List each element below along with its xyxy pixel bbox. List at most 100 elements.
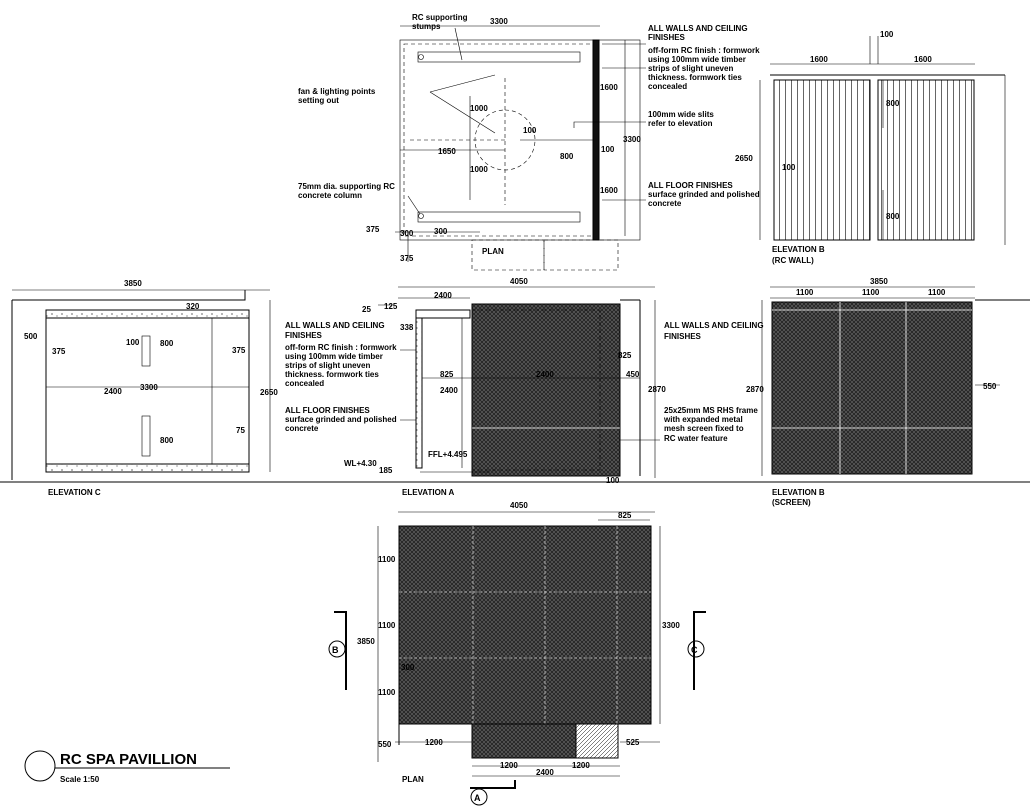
elevb-dim-l: 1600 [810,55,828,64]
plan-dim-b: 1600 [600,186,618,195]
elevbs-dim-a: 1100 [796,288,814,297]
plan-dim-a: 1600 [600,83,618,92]
elevb-dim-r: 1600 [914,55,932,64]
eleva-dim-w: 4050 [510,277,528,286]
eleva-note-floor-1: ALL FLOOR FINISHES [285,406,370,415]
eleva-rc-wall [415,317,423,469]
plan-dim-k: 300 [400,229,414,238]
plan-note-floor-2: surface grinded and polished [648,190,760,199]
eleva-note-walls-5: strips of slight uneven [285,361,370,370]
plan-dim-g: 800 [560,152,574,161]
planb-dim-m: 2400 [536,768,554,777]
eleva-dim-d: 338 [400,323,414,332]
eleva-dim-f: 825 [618,351,632,360]
elevc-slit-bottom [141,415,151,457]
elevc-dim-b: 500 [24,332,38,341]
planb-dim-a: 825 [618,511,632,520]
eleva-note-frame-3: mesh screen fixed to [664,424,744,433]
eleva-note-frame-1: 25x25mm MS RHS frame [664,406,758,415]
eleva-dim-a: 2400 [434,291,452,300]
bottom-plan: B C A 4050 825 1100 1100 1100 3850 3300 … [328,501,706,806]
eleva-note-walls-4: using 100mm wide timber [285,352,383,361]
eleva-dim-i: 2400 [440,386,458,395]
plan-mesh-area [398,525,652,725]
planb-title: PLAN [402,775,424,784]
plan-note-slits-2: refer to elevation [648,119,713,128]
marker-a [470,788,488,806]
plan-note-floor-1: ALL FLOOR FINISHES [648,181,733,190]
plan-slab-outline [399,39,641,241]
plan-note-walls-3: off-form RC finish : formwork [648,46,760,55]
eleva-note-frame-2: with expanded metal [663,415,743,424]
plan-inner-dashed [403,43,595,237]
eleva-note-walls2-1: ALL WALLS AND CEILING [664,321,764,330]
eleva-dim-b: 25 [362,305,371,314]
plan-dim-d: 1000 [470,165,488,174]
elevbs-subtitle: (SCREEN) [772,498,811,507]
elevbs-dim-d: 550 [983,382,997,391]
elevbs-title: ELEVATION B [772,488,825,497]
planb-dim-c: 1100 [378,621,396,630]
eleva-dim-g: 2400 [536,370,554,379]
elevb-screen-mesh [771,301,973,475]
eleva-title: ELEVATION A [402,488,455,497]
planb-dim-h: 3850 [357,637,375,646]
elevc-dim-i: 2650 [260,388,278,397]
elevc-slit-top [141,335,151,367]
elevb-dim-top: 100 [880,30,894,39]
plan-column-top [418,54,424,60]
eleva-mesh-screen [471,303,621,477]
plan-dim-e: 1650 [438,147,456,156]
marker-a-label: A [474,793,481,803]
eleva-note-walls2-2: FINISHES [664,332,702,341]
marker-c-label: C [691,645,698,655]
planb-dim-k: 1200 [500,761,518,770]
plan-note-walls-2: FINISHES [648,33,686,42]
elevc-dim-a: 320 [186,302,200,311]
elevc-dim-d: 100 [126,338,140,347]
elevc-dim-w: 3850 [124,279,142,288]
elevb-dim-c: 100 [782,163,796,172]
eleva-note-walls-2: FINISHES [285,331,323,340]
eleva-dim-c: 125 [384,302,398,311]
elevbs-dim-w: 3850 [870,277,888,286]
title-circle-icon [24,750,56,782]
plan-dim-width: 3300 [490,17,508,26]
plan-dim-j: 375 [366,225,380,234]
eleva-note-walls-7: concealed [285,379,324,388]
planb-dim-w: 4050 [510,501,528,510]
plan-note-walls-4: using 100mm wide timber [648,55,746,64]
plan-top-stump [417,51,581,63]
marker-b-label: B [332,645,339,655]
elevc-dim-g: 2400 [104,387,122,396]
elevbs-dim-c: 1100 [928,288,946,297]
plan-note-fan-2: setting out [298,96,339,105]
elevb-panel-left [773,79,871,241]
planb-dim-f: 300 [401,663,415,672]
plan-note-walls-5: strips of slight uneven [648,64,733,73]
marker-c [687,640,705,658]
eleva-ffl-level: FFL+4.495 [428,450,468,459]
elevation-c: 3850 320 500 375 100 800 375 2400 3300 2… [0,279,300,497]
eleva-dim-e: 825 [440,370,454,379]
plan-dim-m: 375 [400,254,414,263]
elevb-dim-a: 800 [886,99,900,108]
elevc-floor-slab [45,463,250,473]
plan-step-mesh [471,723,577,759]
eleva-note-walls-6: thickness. formwork ties [285,370,379,379]
elevbs-dim-h: 2870 [746,385,764,394]
elevb-dim-b: 800 [886,212,900,221]
plan-dim-i: 3300 [623,135,641,144]
plan-top-title: PLAN [482,247,504,256]
elevation-b-rc-wall: 100 1600 1600 800 800 2650 100 ELEVATION… [735,30,1006,265]
planb-dim-l: 1200 [572,761,590,770]
elevc-dim-j: 800 [160,436,174,445]
marker-b [328,640,346,658]
eleva-note-walls-3: off-form RC finish : formwork [285,343,397,352]
eleva-dim-k: 185 [379,466,393,475]
planb-dim-b: 1100 [378,555,396,564]
elevc-dim-h: 3300 [140,383,158,392]
plan-note-column-1: 75mm dia. supporting RC [298,182,395,191]
eleva-note-floor-3: concrete [285,424,319,433]
